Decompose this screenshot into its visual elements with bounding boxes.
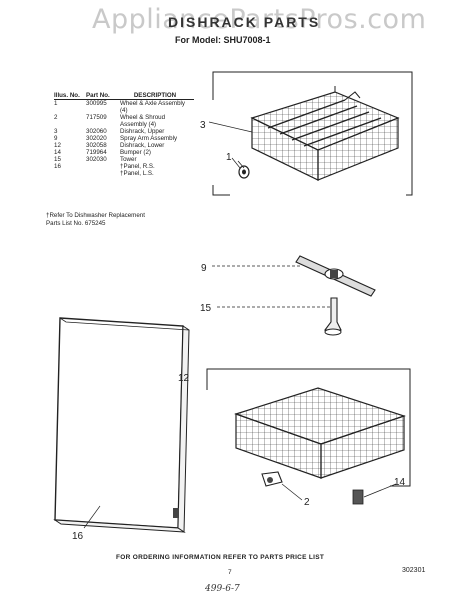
tower-illustration xyxy=(323,297,342,336)
handwritten-note: 499-6-7 xyxy=(205,584,240,594)
model-subtitle: For Model: SHU7008-1 xyxy=(175,35,271,45)
illus-cell: 16 xyxy=(54,163,61,170)
table-row: †Panel, L.S. xyxy=(54,170,194,177)
col-desc-header: DESCRIPTION xyxy=(133,92,177,99)
desc-cell: Spray Arm Assembly xyxy=(120,135,178,142)
desc-cell: †Panel, L.S. xyxy=(120,170,154,177)
upper-dishrack-illustration xyxy=(250,86,400,181)
table-row: 9 302020 Spray Arm Assembly xyxy=(54,135,194,142)
callout-14: 14 xyxy=(394,477,406,488)
illus-cell: 3 xyxy=(54,128,58,135)
upper-rack-bracket xyxy=(212,71,413,196)
callout-9: 9 xyxy=(201,263,207,274)
spray-arm-illustration xyxy=(295,255,376,297)
col-illus-header: Illus. No. xyxy=(54,92,80,99)
side-panel-illustration xyxy=(53,317,190,533)
table-row: 1 300995 Wheel & Axle Assembly (4) xyxy=(54,100,194,115)
watermark: AppliancePartsPros.com xyxy=(92,4,427,35)
table-row: 2 717509 Wheel & Shroud Assembly (4) xyxy=(54,114,194,128)
part-cell: 302020 xyxy=(86,135,107,142)
table-row: 12 302058 Dishrack, Lower xyxy=(54,142,194,149)
illus-cell: 9 xyxy=(54,135,58,142)
page-title: DISHRACK PARTS xyxy=(168,14,321,30)
replacement-note: †Refer To Dishwasher Replacement Parts L… xyxy=(46,212,145,228)
callout-16: 16 xyxy=(72,531,84,542)
parts-table-header: Illus. No. Part No. DESCRIPTION xyxy=(54,92,194,100)
callout-2: 2 xyxy=(304,497,310,508)
table-row: 3 302060 Dishrack, Upper xyxy=(54,128,194,135)
desc-cell: Wheel & Axle Assembly (4) xyxy=(120,100,185,114)
part-cell: 302060 xyxy=(86,128,107,135)
callout-12: 12 xyxy=(178,373,190,384)
callout-3: 3 xyxy=(200,120,206,131)
desc-cell: Wheel & Shroud Assembly (4) xyxy=(120,114,166,128)
part-cell: 300995 xyxy=(86,100,107,107)
illus-cell: 12 xyxy=(54,142,61,149)
desc-cell: Tower xyxy=(120,156,137,163)
callout-15: 15 xyxy=(200,303,212,314)
desc-cell: †Panel, R.S. xyxy=(120,163,155,170)
ordering-info: FOR ORDERING INFORMATION REFER TO PARTS … xyxy=(116,554,325,561)
desc-cell: Dishrack, Upper xyxy=(120,128,165,135)
desc-cell: Dishrack, Lower xyxy=(120,142,165,149)
part-cell: 302030 xyxy=(86,156,107,163)
lower-rack-bracket xyxy=(206,368,411,487)
document-number: 302301 xyxy=(402,567,426,574)
illus-cell: 1 xyxy=(54,100,58,107)
page-number: 7 xyxy=(228,569,232,576)
replacement-note-line1: †Refer To Dishwasher Replacement xyxy=(46,212,145,219)
part-cell: 302058 xyxy=(86,142,107,149)
illus-cell: 2 xyxy=(54,114,58,121)
leader-lines xyxy=(83,121,397,529)
illus-cell: 14 xyxy=(54,149,61,156)
table-row: 16 †Panel, R.S. xyxy=(54,163,194,170)
table-row: 15 302030 Tower xyxy=(54,156,194,163)
desc-cell: Bumper (2) xyxy=(120,149,151,156)
lower-dishrack-illustration xyxy=(234,387,406,479)
illus-cell: 15 xyxy=(54,156,61,163)
callout-1: 1 xyxy=(226,152,232,163)
part-cell: 719964 xyxy=(86,149,107,156)
replacement-note-line2: Parts List No. 675245 xyxy=(46,220,106,227)
part-cell: 717509 xyxy=(86,114,107,121)
wheel-axle-illustration xyxy=(237,160,250,179)
table-row: 14 719964 Bumper (2) xyxy=(54,149,194,156)
wheel-shroud-illustration xyxy=(261,471,283,487)
col-part-header: Part No. xyxy=(86,92,110,99)
bumper-illustration xyxy=(352,489,364,505)
